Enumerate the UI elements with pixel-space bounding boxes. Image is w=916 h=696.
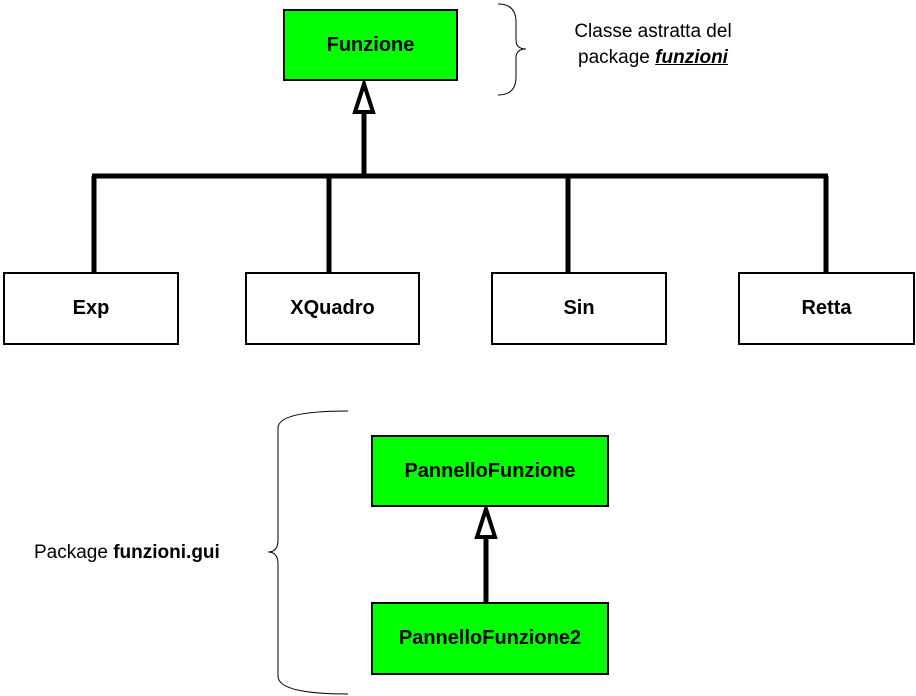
note-abstract-class: Classe astratta del package funzioni: [538, 19, 768, 71]
class-xquadro-label: XQuadro: [290, 297, 375, 319]
note-abstract-line2: package funzioni: [538, 45, 768, 71]
class-xquadro: XQuadro: [245, 272, 420, 345]
class-sin-label: Sin: [563, 297, 595, 319]
class-exp: Exp: [3, 272, 179, 345]
note-gui-package-name: funzioni.gui: [113, 542, 220, 563]
brace-gui-package: [267, 410, 349, 695]
class-pannello-funzione2: PannelloFunzione2: [371, 602, 609, 675]
class-funzione: Funzione: [283, 9, 458, 81]
inheritance-tree-funzione: [91, 112, 829, 272]
class-pannello-funzione2-label: PannelloFunzione2: [398, 627, 582, 649]
note-gui-prefix: Package: [34, 542, 114, 563]
class-funzione-label: Funzione: [326, 33, 415, 56]
class-retta-label: Retta: [801, 297, 852, 319]
brace-abstract-note: [497, 3, 527, 96]
inheritance-arrowhead-pannello: [474, 502, 498, 539]
note-abstract-prefix: package: [578, 47, 656, 68]
class-sin: Sin: [491, 272, 667, 345]
class-exp-label: Exp: [72, 297, 110, 319]
class-retta: Retta: [738, 272, 915, 345]
class-pannello-funzione-label: PannelloFunzione: [404, 459, 576, 482]
inheritance-arrowhead-funzione: [352, 77, 376, 114]
class-pannello-funzione: PannelloFunzione: [371, 435, 609, 507]
note-abstract-line1: Classe astratta del: [574, 21, 732, 42]
note-abstract-package: funzioni: [655, 47, 728, 68]
note-gui-package: Package funzioni.gui: [34, 540, 220, 566]
